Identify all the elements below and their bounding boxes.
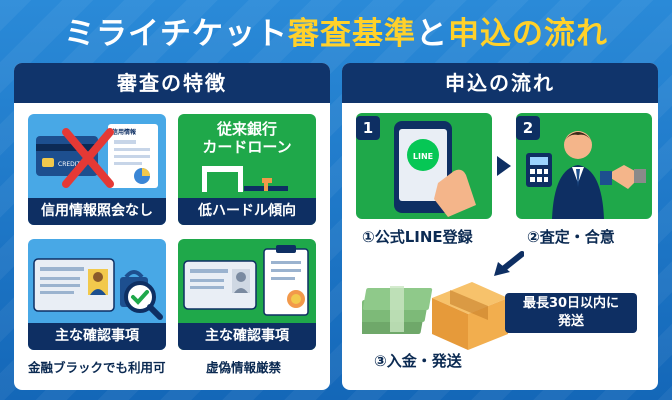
title-part-and: と (416, 16, 448, 52)
card-label: CREDIT (58, 161, 81, 168)
smartphone-line-icon: LINE (394, 121, 476, 217)
step1-label: ①公式LINE登録 (362, 228, 473, 246)
step2-label: ②査定・合意 (527, 228, 615, 246)
screening-features-panel: 審査の特徴 CREDIT 信用情報 信用情報照会なし 従来銀行 カードローン (14, 63, 330, 390)
card-low-hurdle: 従来銀行 カードローン 低ハードル傾向 (178, 114, 316, 225)
hurdle-icon (202, 166, 288, 192)
title-part-criteria: 審査基準 (288, 16, 416, 52)
card-no-credit-check: CREDIT 信用情報 信用情報照会なし (28, 114, 166, 225)
id-card-clipboard-icon (183, 245, 309, 316)
card-caption: 信用情報照会なし (28, 198, 166, 225)
callout-line1: 最長30日以内に (522, 296, 620, 311)
note-blacklist-ok: 金融ブラックでも利用可 (28, 360, 166, 375)
note-no-false-info: 虚偽情報厳禁 (206, 360, 282, 375)
arrow-right-icon (497, 156, 511, 176)
id-card-search-icon (33, 258, 163, 320)
card-caption: 低ハードル傾向 (178, 198, 316, 225)
bank-line1: 従来銀行 (216, 120, 277, 138)
card-main-check-items-2: 主な確認事項 (178, 239, 316, 350)
cash-and-box-icon (362, 282, 508, 350)
credit-card-cross-icon: CREDIT 信用情報 (36, 124, 158, 188)
title-part-flow: 申込の流れ (448, 16, 608, 52)
step1-badge: 1 (356, 116, 380, 140)
card-caption: 主な確認事項 (28, 323, 166, 350)
callout-line2: 発送 (557, 314, 584, 329)
flow-panel-heading: 申込の流れ (342, 63, 658, 103)
line-app-label: LINE (413, 152, 433, 161)
shipping-callout: 最長30日以内に 発送 (505, 293, 637, 333)
agent-handshake-icon (526, 131, 646, 219)
document-label: 信用情報 (112, 128, 137, 136)
screening-panel-heading: 審査の特徴 (14, 63, 330, 103)
card-caption: 主な確認事項 (178, 323, 316, 350)
arrow-down-left-icon (494, 251, 524, 276)
step3-label: ③入金・発送 (374, 352, 462, 370)
step2-badge: 2 (516, 116, 540, 140)
page-title: ミライチケット審査基準と申込の流れ (0, 8, 672, 53)
title-part-service: ミライチケット (64, 16, 288, 52)
step2-image (516, 113, 652, 219)
card-main-check-items-1: 主な確認事項 (28, 239, 166, 350)
bank-line2: カードローン (202, 138, 292, 156)
